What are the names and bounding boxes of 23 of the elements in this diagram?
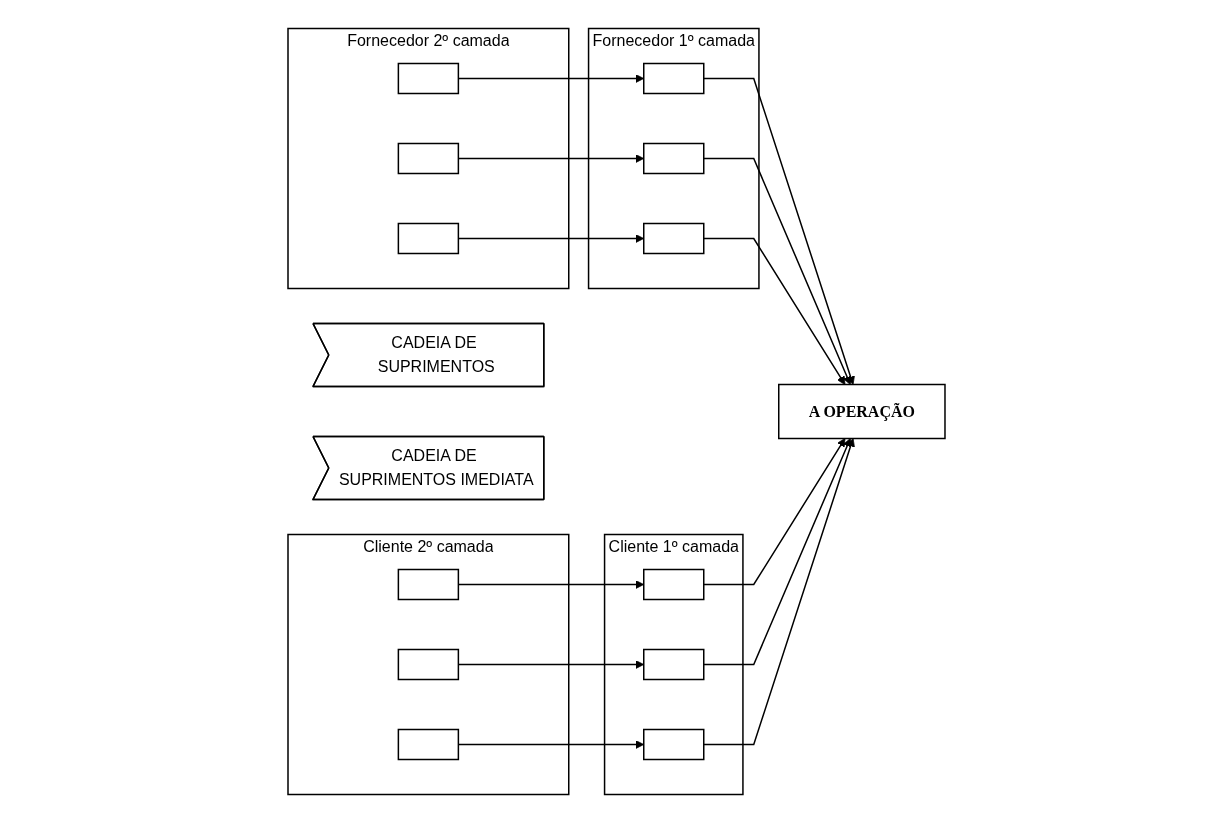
arrow <box>457 154 644 163</box>
node-box <box>642 728 704 761</box>
node-box <box>397 142 459 175</box>
node-box <box>642 62 704 95</box>
arrow <box>457 234 644 243</box>
arrow <box>457 580 644 589</box>
arrow <box>457 660 644 669</box>
node-box <box>642 222 704 255</box>
node-box: A OPERAÇÃO <box>777 383 946 440</box>
cluster: Fornecedor 2º camada <box>286 27 569 290</box>
node-box <box>397 728 459 761</box>
node-box <box>642 648 704 681</box>
node-box <box>397 648 459 681</box>
arrow <box>457 74 644 83</box>
node-box <box>397 62 459 95</box>
node-box <box>397 568 459 601</box>
cluster: Cliente 2º camada <box>286 533 569 796</box>
node-box <box>642 568 704 601</box>
node-box <box>642 142 704 175</box>
cluster: Cliente 1º camada <box>603 533 744 796</box>
cluster: Fornecedor 1º camada <box>587 27 760 290</box>
arrow <box>457 740 644 749</box>
node-box <box>397 222 459 255</box>
